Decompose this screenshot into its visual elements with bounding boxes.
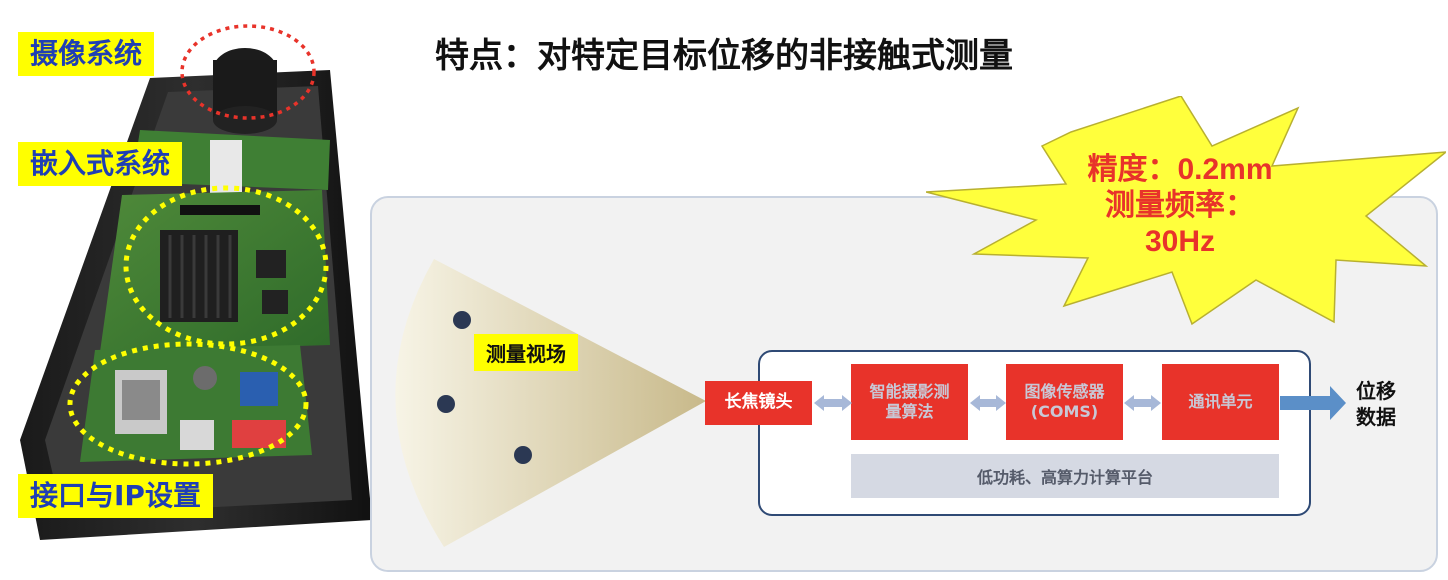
module-image-sensor-line2: (COMS) bbox=[1030, 402, 1099, 421]
interface-highlight bbox=[67, 341, 309, 467]
computing-platform-label: 低功耗、高算力计算平台 bbox=[851, 454, 1279, 498]
page-title: 特点：对特定目标位移的非接触式测量 bbox=[435, 36, 1013, 76]
label-field-of-view: 测量视场 bbox=[474, 334, 578, 371]
burst-spec-text: 精度：0.2mm 测量频率： 30Hz bbox=[1060, 152, 1300, 260]
target-point-2 bbox=[437, 395, 455, 413]
camera-highlight bbox=[180, 24, 316, 120]
module-algorithm-line2: 量算法 bbox=[885, 402, 934, 421]
output-line1: 位移 bbox=[1356, 379, 1396, 403]
target-point-3 bbox=[514, 446, 532, 464]
embedded-highlight bbox=[123, 185, 329, 347]
label-embedded-system: 嵌入式系统 bbox=[18, 142, 183, 186]
bidirectional-arrow-1 bbox=[814, 395, 852, 411]
module-algorithm-line1: 智能摄影测 bbox=[869, 382, 950, 401]
module-algorithm: 智能摄影测 量算法 bbox=[851, 364, 968, 440]
module-telephoto-lens-label: 长焦镜头 bbox=[724, 392, 793, 413]
module-communication: 通讯单元 bbox=[1162, 364, 1279, 440]
burst-precision: 精度：0.2mm bbox=[1087, 153, 1273, 186]
bidirectional-arrow-3 bbox=[1124, 395, 1161, 411]
label-camera-system: 摄像系统 bbox=[18, 32, 155, 76]
target-point-1 bbox=[453, 311, 471, 329]
label-interface-ip: 接口与IP设置 bbox=[18, 474, 213, 518]
bidirectional-arrow-2 bbox=[970, 395, 1006, 411]
connector-arrows bbox=[814, 386, 1346, 420]
module-telephoto-lens: 长焦镜头 bbox=[705, 381, 812, 425]
field-of-view-cone bbox=[395, 259, 706, 547]
module-communication-label: 通讯单元 bbox=[1188, 392, 1253, 411]
burst-frequency-value: 30Hz bbox=[1144, 225, 1216, 258]
computing-platform-label-text: 低功耗、高算力计算平台 bbox=[976, 468, 1153, 487]
starburst-shape bbox=[926, 96, 1446, 326]
output-arrow bbox=[1280, 386, 1346, 420]
dip-switch bbox=[232, 420, 286, 448]
output-line2: 数据 bbox=[1356, 405, 1396, 429]
spec-starburst bbox=[926, 96, 1446, 326]
output-label-displacement-data: 位移 数据 bbox=[1352, 378, 1400, 430]
burst-frequency-label: 测量频率： bbox=[1105, 189, 1255, 222]
module-image-sensor: 图像传感器 (COMS) bbox=[1006, 364, 1123, 440]
module-image-sensor-line1: 图像传感器 bbox=[1024, 382, 1105, 401]
